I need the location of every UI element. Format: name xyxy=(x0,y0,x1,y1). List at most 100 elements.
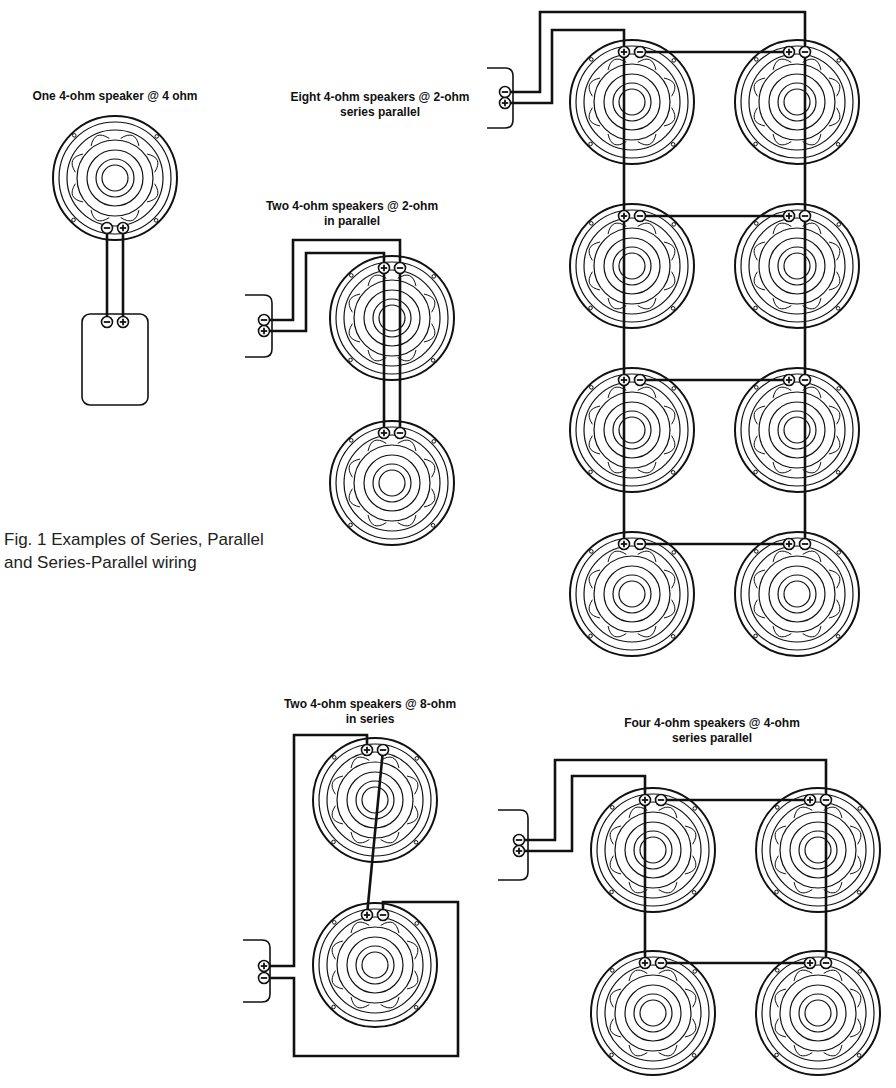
surround-lobe xyxy=(659,970,677,981)
group-heading: Eight 4-ohm speakers @ 2-ohm series para… xyxy=(282,90,478,120)
screw-hole xyxy=(671,635,675,639)
minus-terminal xyxy=(635,211,646,222)
speaker-ring xyxy=(570,40,694,164)
terminal-bar xyxy=(261,977,267,979)
terminal-bar xyxy=(104,227,110,229)
speaker-symbol xyxy=(756,951,880,1075)
speaker-wire xyxy=(264,735,367,966)
speaker-symbol xyxy=(735,40,859,164)
surround-lobe xyxy=(72,184,83,202)
speaker-symbol xyxy=(591,951,715,1075)
minus-terminal xyxy=(259,973,270,984)
screw-hole xyxy=(754,306,758,310)
speaker-ring xyxy=(102,165,128,191)
surround-lobe xyxy=(351,832,369,843)
screw-hole xyxy=(754,142,758,146)
terminal-bar xyxy=(802,379,808,381)
surround-lobe xyxy=(608,551,626,562)
speaker-ring xyxy=(373,464,411,502)
speaker-ring xyxy=(735,368,859,492)
minus-terminal xyxy=(800,539,811,550)
surround-lobe xyxy=(775,856,786,874)
surround-lobe xyxy=(407,971,418,989)
plus-terminal xyxy=(118,317,129,328)
speaker-ring xyxy=(762,794,874,906)
speaker-ring xyxy=(613,83,651,121)
screw-hole xyxy=(858,970,862,974)
terminal-bar xyxy=(366,912,368,918)
surround-lobe xyxy=(754,272,765,290)
speaker-ring xyxy=(313,903,437,1027)
terminal-bar xyxy=(637,379,643,381)
terminal-ring xyxy=(378,910,389,921)
surround-lobe xyxy=(589,436,600,454)
speaker-ring xyxy=(770,802,866,898)
surround-lobe xyxy=(147,154,158,172)
speaker-ring xyxy=(336,262,448,374)
speaker-ring xyxy=(613,575,651,613)
screw-hole xyxy=(610,890,614,894)
screw-hole xyxy=(349,439,353,443)
screw-hole xyxy=(754,550,758,554)
surround-lobe xyxy=(381,997,399,1008)
terminal-ring xyxy=(800,211,811,222)
surround-lobe xyxy=(381,832,399,843)
speaker-ring xyxy=(330,421,454,545)
terminal-bar xyxy=(104,321,110,323)
screw-hole xyxy=(693,807,697,811)
surround-lobe xyxy=(147,184,158,202)
speaker-ring xyxy=(330,256,454,380)
speaker-wire xyxy=(383,268,386,433)
group-heading: Two 4-ohm speakers @ 2-ohm in parallel xyxy=(262,199,443,229)
speaker-wire xyxy=(399,268,402,433)
speaker-ring xyxy=(594,556,670,632)
terminal-ring xyxy=(500,98,511,109)
surround-lobe xyxy=(610,1019,621,1037)
terminal-ring xyxy=(118,223,129,234)
speaker-ring xyxy=(356,946,394,984)
speaker-wire xyxy=(264,902,458,1056)
terminal-bar xyxy=(788,541,790,547)
screw-hole xyxy=(415,757,419,761)
speaker-ring xyxy=(584,382,680,478)
surround-lobe xyxy=(349,459,360,477)
surround-lobe xyxy=(638,387,656,398)
terminal-bar xyxy=(658,962,664,964)
plus-terminal xyxy=(259,961,270,972)
minus-terminal xyxy=(656,795,667,806)
speaker-symbol xyxy=(735,368,859,492)
screw-hole xyxy=(431,524,435,528)
speaker-ring xyxy=(87,150,143,206)
surround-lobe xyxy=(773,626,791,637)
terminal-ring xyxy=(635,47,646,58)
speaker-ring xyxy=(799,831,837,869)
surround-lobe xyxy=(664,436,675,454)
speaker-wire xyxy=(505,30,624,544)
terminal-ring xyxy=(619,47,630,58)
surround-lobe xyxy=(610,989,621,1007)
surround-lobe xyxy=(803,626,821,637)
screw-hole xyxy=(589,470,593,474)
speaker-ring xyxy=(597,794,709,906)
surround-lobe xyxy=(773,462,791,473)
screw-hole xyxy=(837,59,841,63)
surround-lobe xyxy=(610,826,621,844)
surround-lobe xyxy=(610,856,621,874)
surround-lobe xyxy=(829,108,840,126)
terminal-bar xyxy=(623,213,625,219)
speaker-ring xyxy=(344,435,440,531)
terminal-ring xyxy=(800,375,811,386)
screw-hole xyxy=(432,275,436,279)
terminal-ring xyxy=(635,539,646,550)
surround-lobe xyxy=(332,941,343,959)
speaker-symbol xyxy=(570,532,694,656)
plus-terminal xyxy=(784,211,795,222)
terminal-bar xyxy=(623,377,625,383)
surround-lobe xyxy=(589,78,600,96)
group-heading: One 4-ohm speaker @ 4 ohm xyxy=(5,89,225,104)
terminal-bar xyxy=(637,51,643,53)
surround-lobe xyxy=(351,922,369,933)
surround-lobe xyxy=(803,551,821,562)
terminal-bar xyxy=(504,100,506,106)
minus-terminal xyxy=(102,223,113,234)
